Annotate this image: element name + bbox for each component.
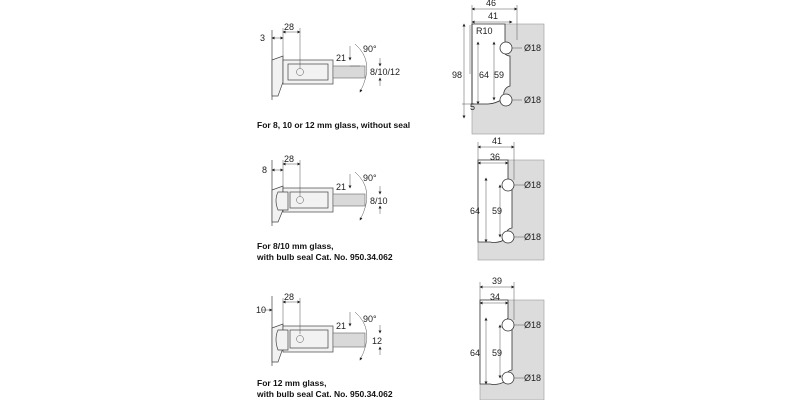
dim-glass: 8/10 [370, 196, 388, 206]
dim-angle: 90° [363, 314, 377, 324]
side-view-3: 10 28 21 90° 12 [256, 292, 382, 366]
glass-panel [332, 65, 366, 79]
hole-bottom-label: Ø18 [524, 373, 541, 383]
dim-offset: 8 [262, 165, 267, 175]
cutout-view-3: 39 34 64 59 Ø18 Ø18 [470, 276, 545, 400]
clamp-plate [289, 191, 329, 209]
bulb-seal [275, 329, 289, 351]
cut-w-total: 41 [492, 136, 502, 146]
clamp-plate [287, 63, 329, 81]
dim-depth: 28 [284, 154, 294, 164]
dim-glass: 8/10/12 [370, 67, 400, 77]
hole-top [499, 41, 513, 55]
cut-w-inner: 36 [490, 152, 500, 162]
hole-bottom-label: Ø18 [524, 232, 541, 242]
caption-1: For 8, 10 or 12 mm glass, without seal [257, 120, 410, 130]
cut-w-inner: 34 [490, 292, 500, 302]
pivot-circle [296, 335, 304, 343]
caption-3: For 12 mm glass, [257, 378, 326, 388]
caption-2: For 8/10 mm glass, [257, 241, 334, 251]
cutout-view-1: 46 41 R10 98 64 59 5 Ø18 Ø18 [452, 0, 545, 135]
hole-top-label: Ø18 [524, 320, 541, 330]
dim-offset: 10 [256, 305, 266, 315]
dim-angle: 90° [363, 173, 377, 183]
hole-bottom [499, 93, 513, 107]
side-view-1: 3 28 21 90° 8/10/12 [260, 22, 400, 100]
hole-bottom-label: Ø18 [524, 95, 541, 105]
dim-height: 21 [336, 53, 346, 63]
cut-bottom-off: 5 [470, 102, 475, 112]
cut-total-h: 98 [452, 70, 462, 80]
cut-right-h: 59 [492, 348, 502, 358]
glass-panel [332, 193, 366, 207]
hole-top [501, 318, 515, 332]
cut-w-inner: 41 [488, 11, 498, 21]
cut-radius: R10 [476, 26, 493, 36]
hole-top [501, 178, 515, 192]
clamp-plate [289, 329, 329, 349]
cut-left-h: 64 [470, 348, 480, 358]
cut-left-h: 64 [479, 70, 489, 80]
cutout-shape [471, 23, 511, 105]
dim-depth: 28 [284, 292, 294, 302]
glass-panel [332, 332, 366, 348]
dim-glass: 12 [372, 336, 382, 346]
cut-right-h: 59 [492, 206, 502, 216]
cutout-view-2: 41 36 64 59 Ø18 Ø18 [470, 136, 545, 261]
hole-top-label: Ø18 [524, 180, 541, 190]
side-view-2: 8 28 21 90° 8/10 [262, 154, 388, 226]
cut-w-total: 39 [492, 276, 502, 286]
dim-angle: 90° [363, 44, 377, 54]
hinge-base [271, 55, 284, 97]
cut-w-total: 46 [486, 0, 496, 8]
pivot-circle [296, 196, 304, 204]
pivot-circle [296, 68, 304, 76]
hole-bottom [501, 230, 515, 244]
hole-top-label: Ø18 [524, 43, 541, 53]
bulb-seal [275, 191, 289, 211]
dim-depth: 28 [284, 22, 294, 32]
dim-height: 21 [336, 321, 346, 331]
dim-offset: 3 [260, 33, 265, 43]
cut-right-h: 59 [494, 70, 504, 80]
cut-left-h: 64 [470, 206, 480, 216]
cutout-shape [477, 159, 513, 243]
caption-2b: with bulb seal Cat. No. 950.34.062 [256, 252, 393, 262]
hole-bottom [501, 371, 515, 385]
dim-height: 21 [336, 182, 346, 192]
caption-3b: with bulb seal Cat. No. 950.34.062 [256, 389, 393, 399]
